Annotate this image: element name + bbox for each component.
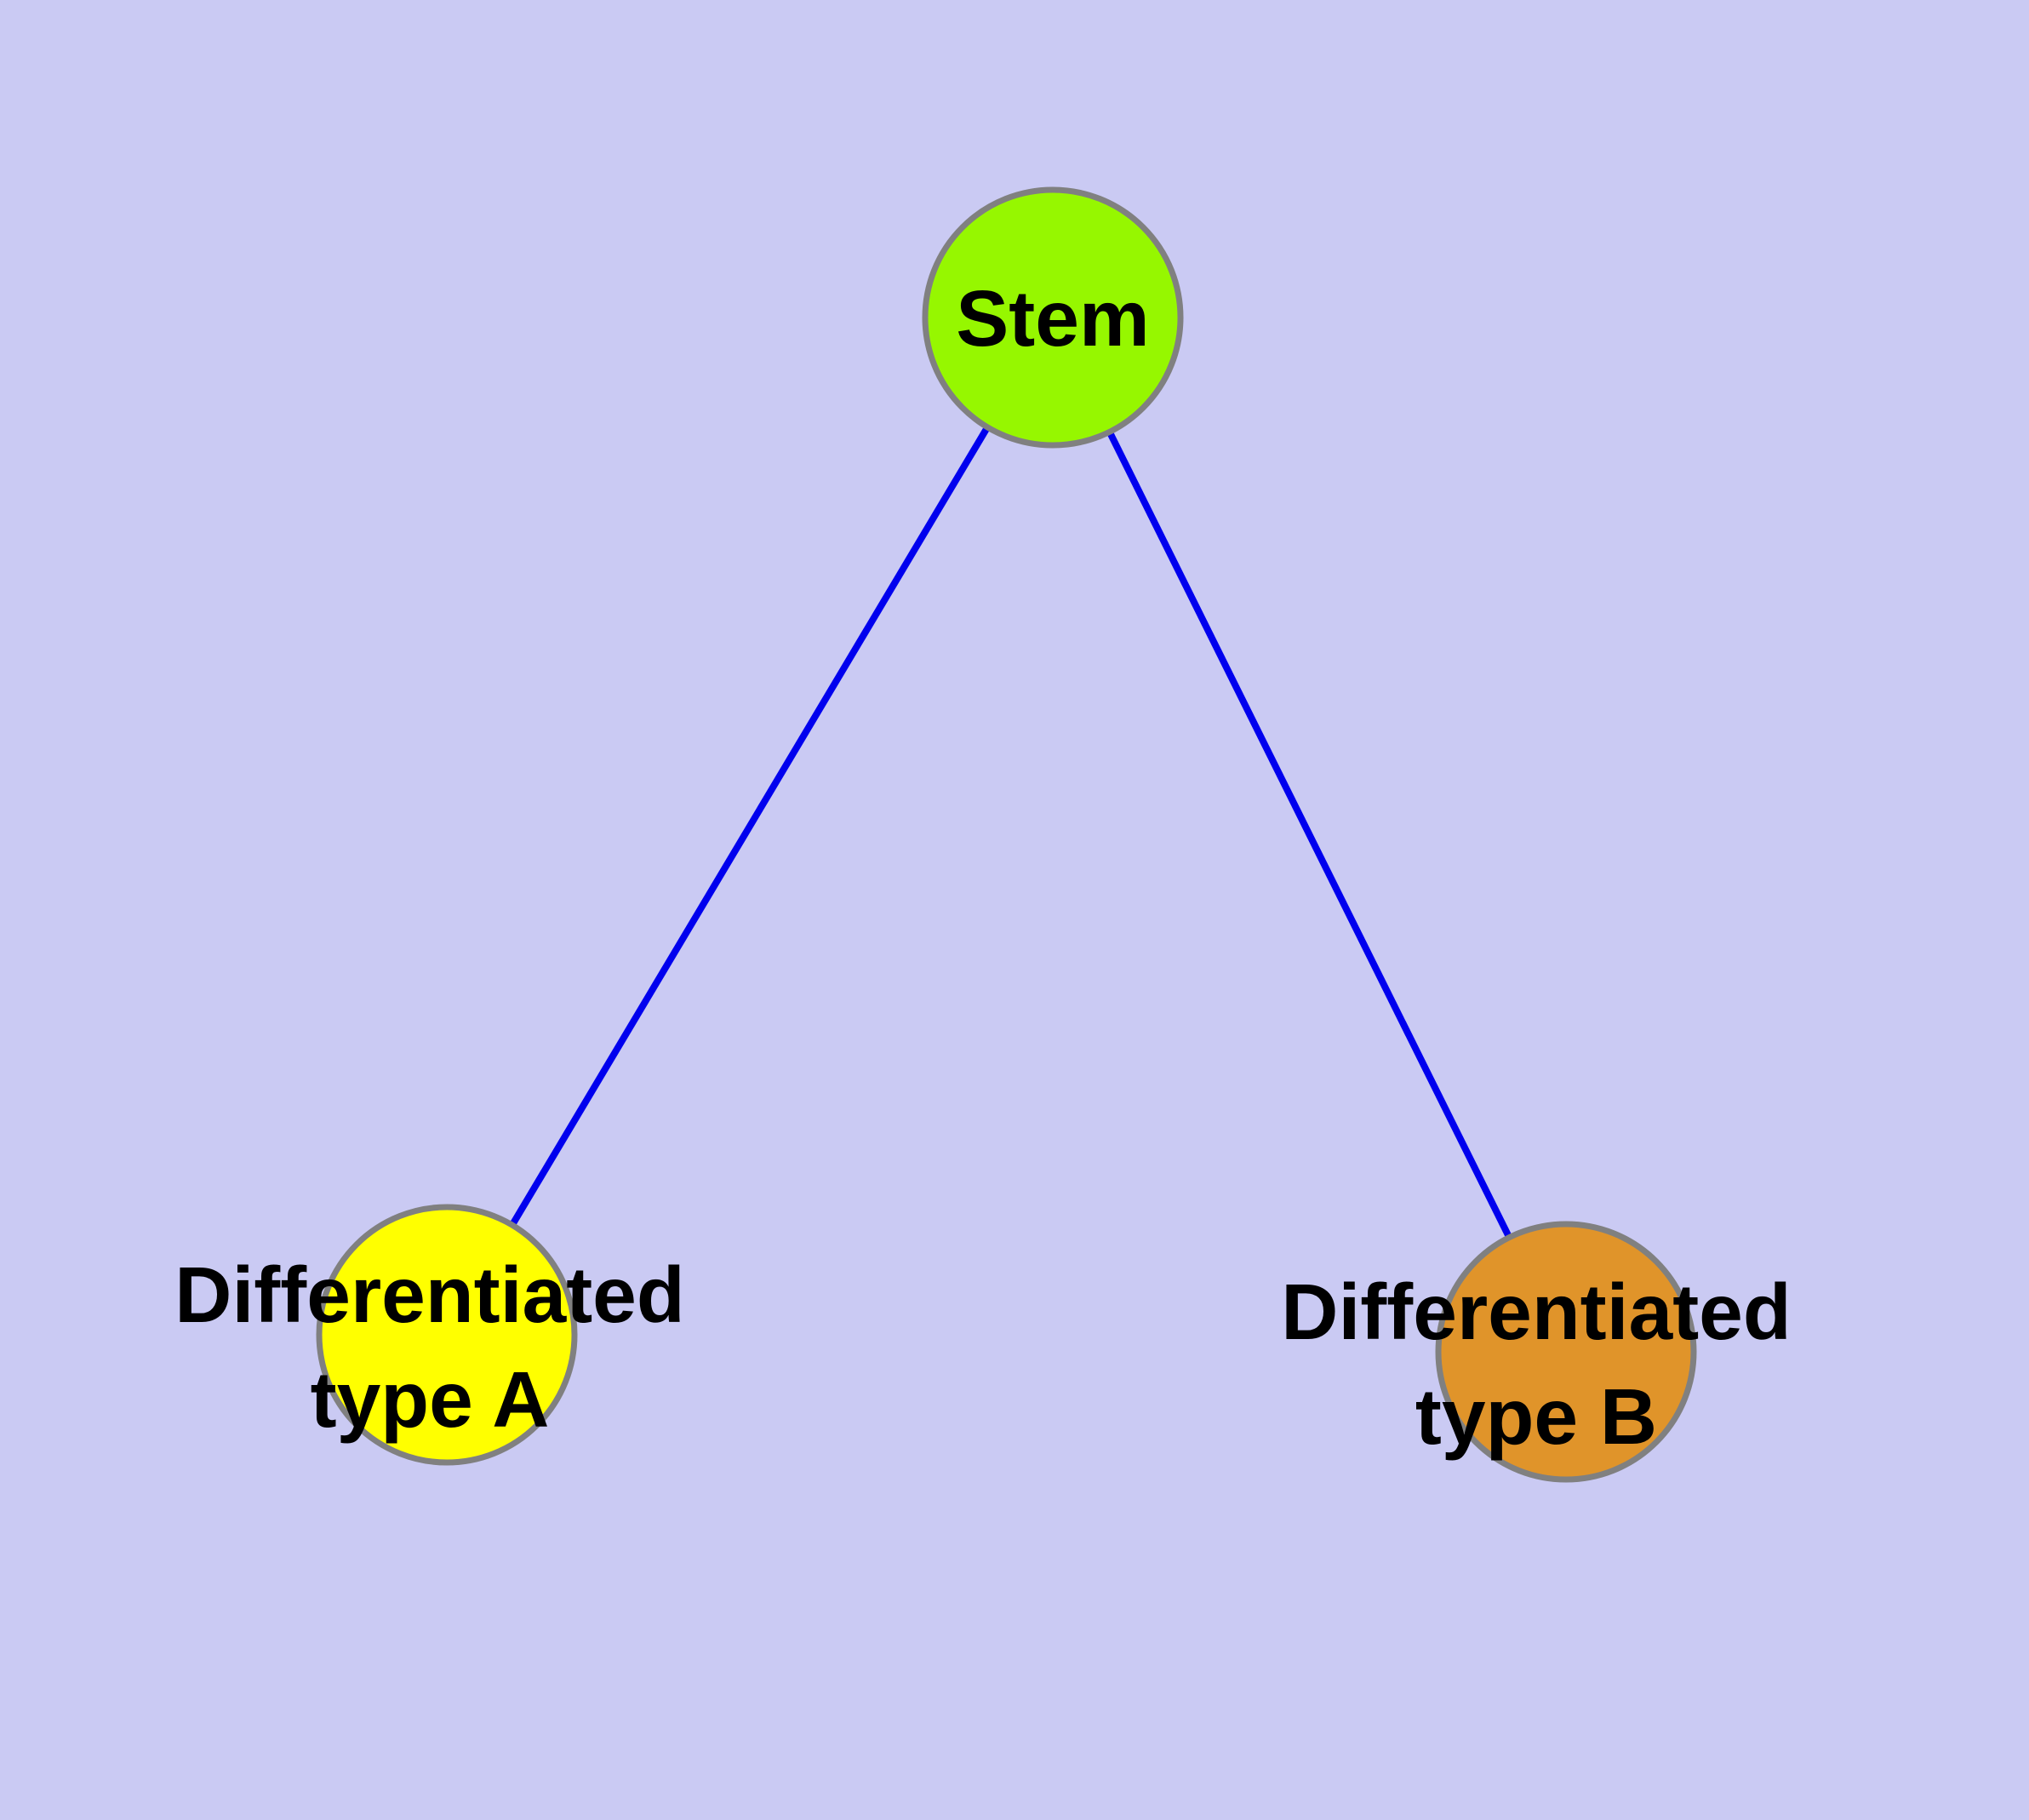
node-stem: Stem xyxy=(922,186,1184,449)
type-a-label-line2: type A xyxy=(311,1355,550,1444)
stem-node-circle xyxy=(922,186,1184,449)
node-differentiated-type-a: Differentiated type A xyxy=(174,1204,685,1466)
type-a-node-circle xyxy=(316,1204,578,1466)
stem-node-label: Stem xyxy=(956,274,1149,363)
type-b-label-line2: type B xyxy=(1415,1372,1657,1461)
edge-stem-to-type-b xyxy=(1049,316,1569,1354)
type-b-node-circle xyxy=(1435,1221,1697,1483)
type-b-label-line1: Differentiated xyxy=(1281,1268,1791,1356)
edge-stem-to-type-a xyxy=(443,315,1056,1337)
type-a-label-line1: Differentiated xyxy=(174,1251,684,1339)
node-differentiated-type-b: Differentiated type B xyxy=(1281,1221,1792,1483)
